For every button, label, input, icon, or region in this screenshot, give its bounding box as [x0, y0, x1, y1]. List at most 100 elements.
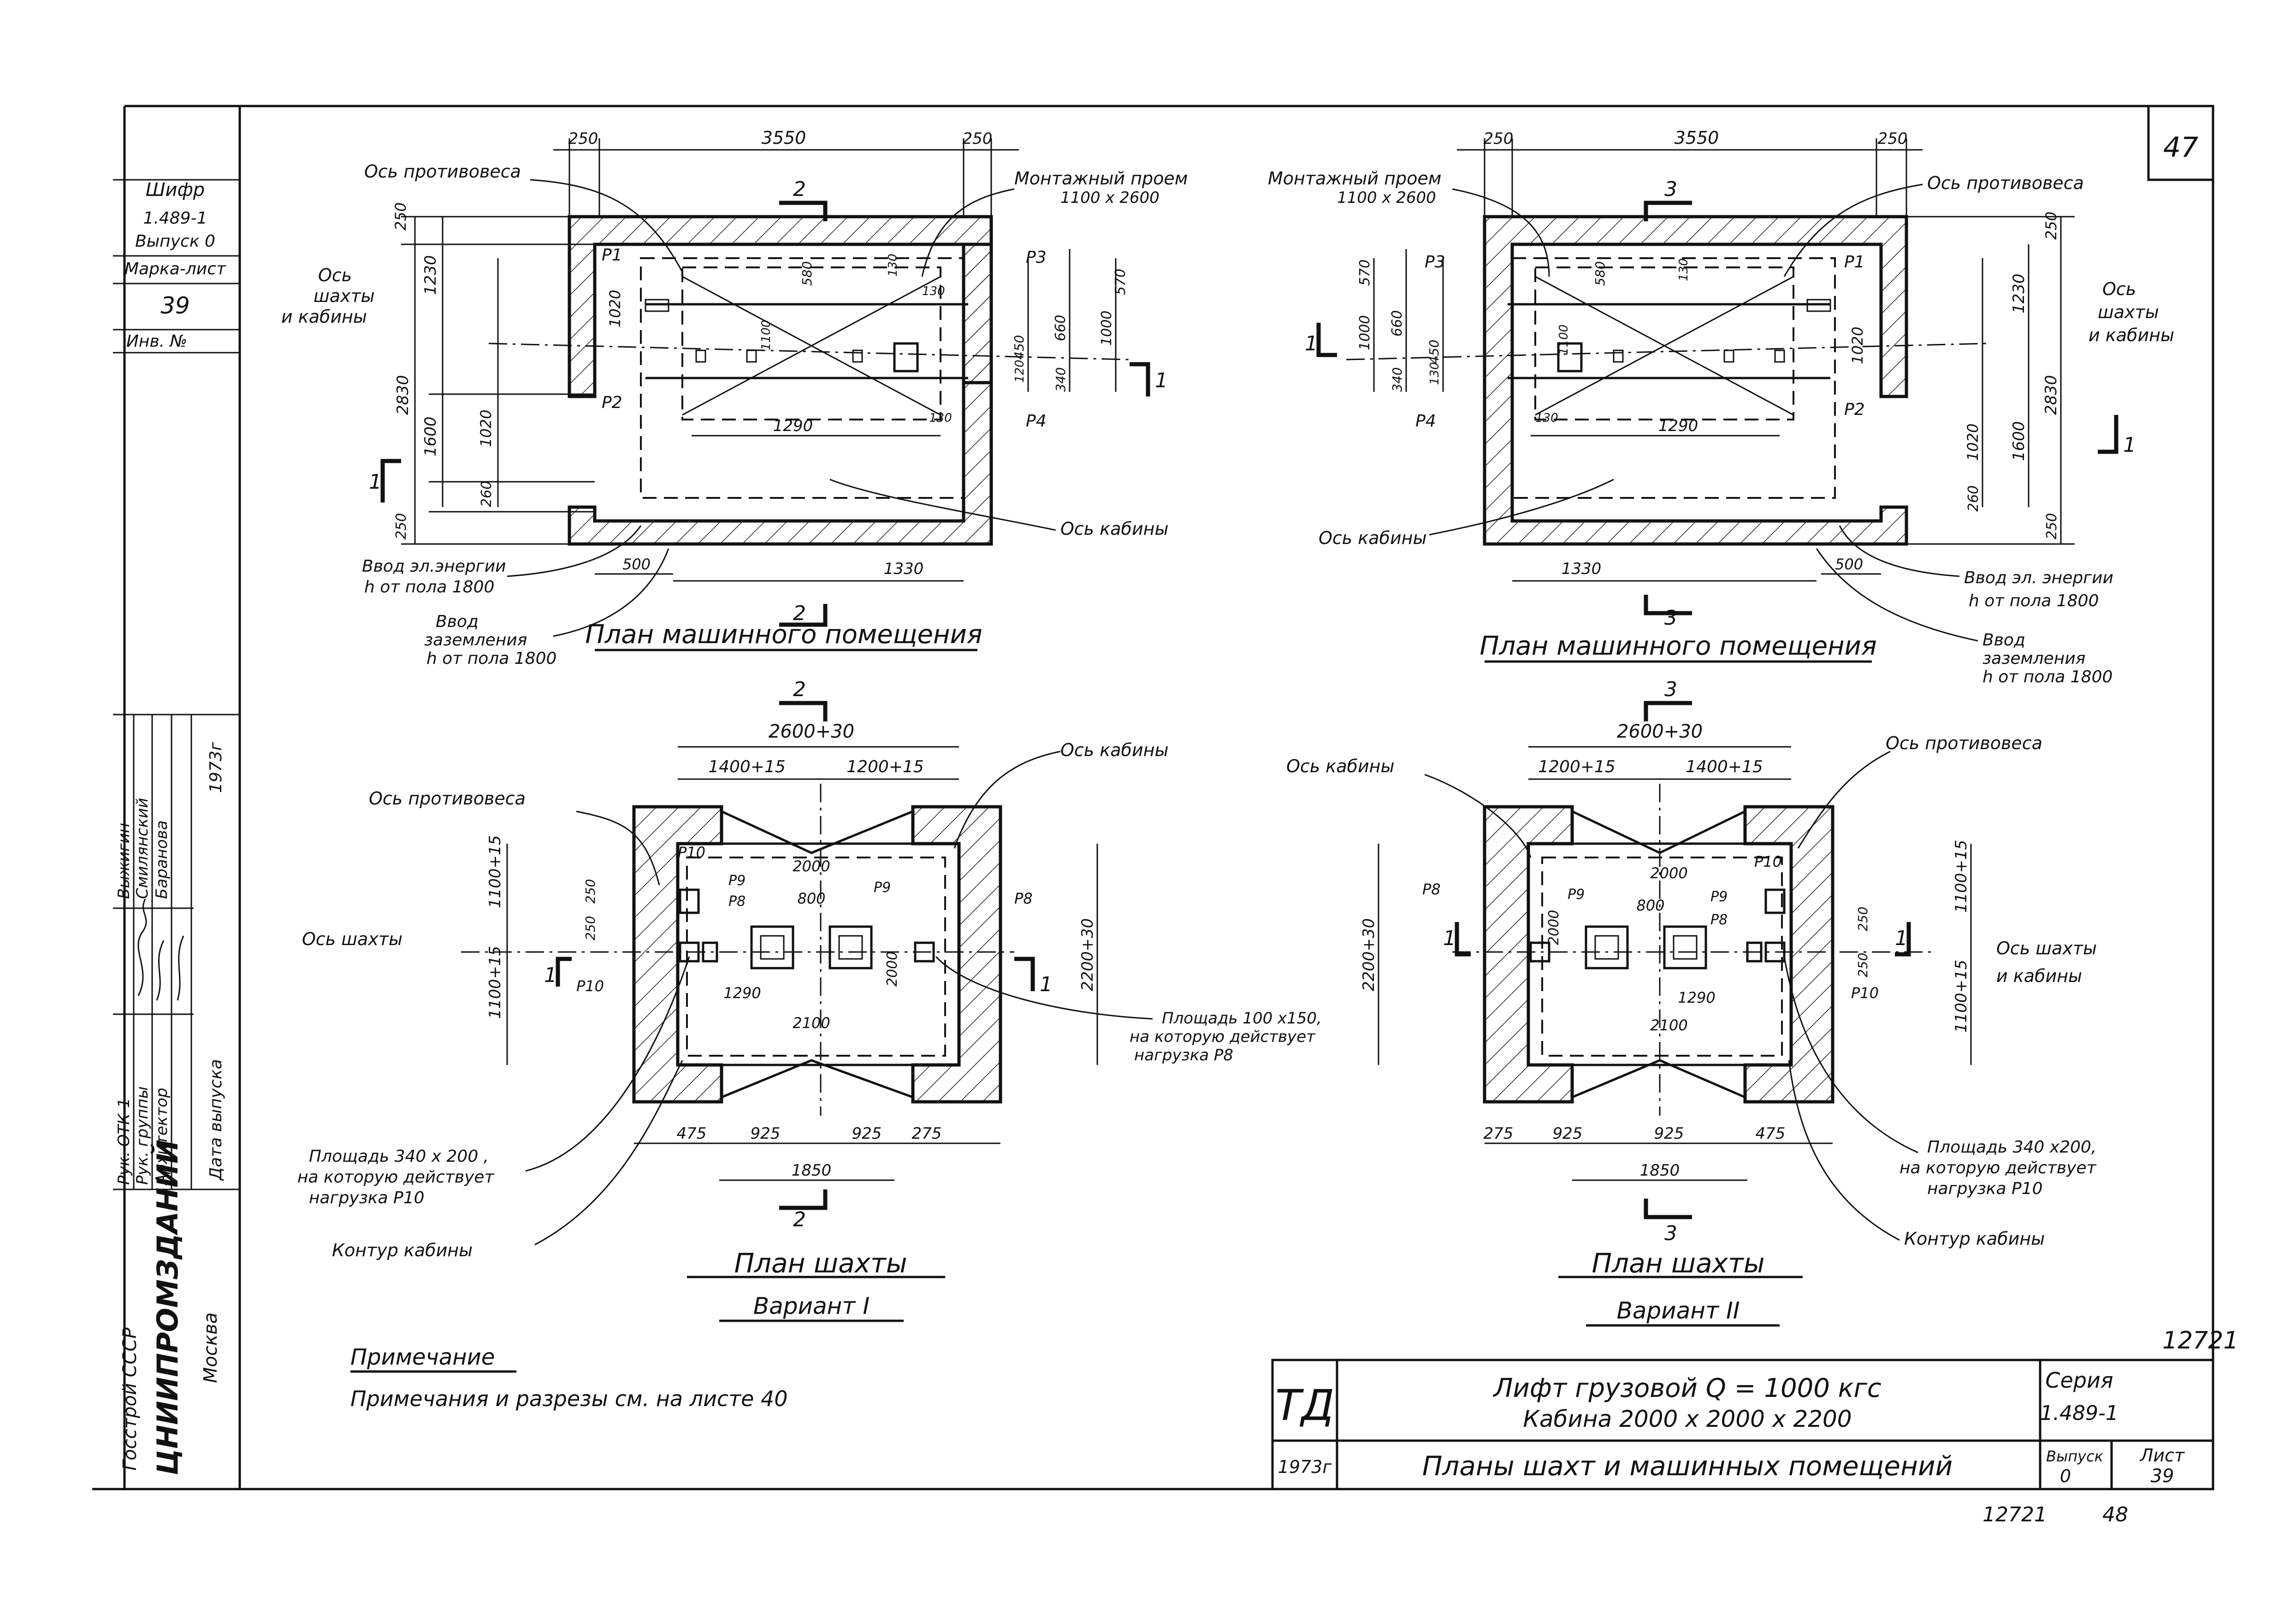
dim-text: 925 [751, 1124, 781, 1143]
dim-text: 250 [1484, 130, 1514, 148]
label-axis: Ось [318, 265, 352, 285]
dim-text: 130 [929, 411, 952, 425]
dim-text: 1000 [1357, 315, 1373, 350]
dim-text: 800 [1636, 897, 1664, 914]
label-area-p8-2: на которую действует [1130, 1028, 1316, 1046]
dim-text: 250 [1855, 907, 1870, 931]
dim-text: 570 [1112, 269, 1129, 295]
plan-machine-left: 250 3550 250 250 1230 2830 1600 1020 102… [281, 128, 1188, 668]
stamp-name-1: Выжигин [115, 823, 133, 899]
section-mark: 1 [1443, 927, 1456, 950]
section-mark: 2 [793, 678, 806, 701]
dim-text: 1600 [421, 416, 440, 456]
dim-text: 250 [1855, 953, 1870, 977]
dim-text: 1290 [1658, 417, 1698, 435]
load-label: P2 [602, 393, 622, 412]
dim-text: 1020 [1849, 327, 1866, 364]
seria-value: 1.489-1 [2040, 1401, 2118, 1425]
load-label: P8 [1014, 890, 1033, 907]
stamp-name-3: Баранова [153, 821, 171, 899]
label-shaft-axis: Ось шахты [302, 929, 402, 949]
dim-text: 1330 [1562, 560, 1602, 578]
section-mark: 3 [1664, 177, 1677, 201]
stamp-date-label: Дата выпуска [207, 1059, 225, 1181]
dim-text: 1400+15 [708, 757, 786, 776]
label-area-p8-3: нагрузка P8 [1134, 1046, 1233, 1064]
dim-text: 500 [1835, 556, 1863, 573]
section-mark: 1 [544, 964, 557, 987]
plan-variant: Вариант I [753, 1293, 870, 1319]
dim-text: 800 [797, 890, 825, 907]
sheet-number-top: 47 [2163, 131, 2198, 164]
dim-text: 2830 [394, 375, 412, 415]
stamp-marka-value: 39 [160, 292, 190, 319]
dim-text: 1600 [2010, 421, 2028, 461]
dim-text: 275 [912, 1124, 942, 1143]
dim-text: 2600+30 [769, 721, 854, 742]
list-label: Лист [2139, 1445, 2185, 1466]
dim-text: 660 [1389, 310, 1405, 337]
vypusk-value: 0 [2060, 1466, 2071, 1486]
stamp-shifr-value: 1.489-1 [143, 209, 207, 228]
dim-text: 475 [1756, 1124, 1786, 1143]
dim-text: 450 [1012, 335, 1027, 360]
label-and-cabin: и кабины [1996, 966, 2082, 986]
load-label: P1 [1844, 253, 1865, 272]
label-area-p10: Площадь 340 x200, [1927, 1138, 2096, 1157]
note-block: Примечание Примечания и разрезы см. на л… [350, 1344, 788, 1411]
dim-text: 450 [1426, 340, 1442, 364]
stamp-org2: ЦНИИПРОМЗДАНИЙ [151, 1140, 184, 1475]
note-title: Примечание [350, 1344, 495, 1370]
dim-text: 2200+30 [1078, 918, 1097, 991]
load-label: P8 [728, 893, 746, 910]
dim-text: 2000 [884, 952, 900, 987]
plan-shaft-1: 2600+30 1400+15 1200+15 2000 800 2000 12… [297, 678, 1322, 1322]
dim-text: 250 [2044, 513, 2060, 539]
load-label: P9 [728, 873, 746, 889]
label-counterweight-axis: Ось противовеса [1927, 173, 2084, 193]
load-label: P10 [1754, 853, 1782, 870]
dim-text: 2100 [1650, 1017, 1687, 1034]
plan-title: План шахты [1592, 1248, 1764, 1279]
section-mark: 1 [1305, 332, 1318, 355]
title-year: 1973г [1278, 1457, 1332, 1477]
dim-text: 250 [392, 202, 409, 231]
dim-text: 260 [1965, 485, 1982, 512]
dim-text: 570 [1357, 260, 1373, 286]
load-label: P8 [1422, 881, 1441, 898]
number-top: 12721 [2162, 1327, 2238, 1354]
dim-text: 1200+15 [1538, 757, 1615, 776]
dim-text: 925 [1553, 1124, 1583, 1143]
dim-text: 2000 [1650, 864, 1687, 882]
load-label: P1 [602, 246, 622, 265]
label-cabin-contour: Контур кабины [1904, 1229, 2045, 1249]
dim-text: 250 [568, 130, 598, 148]
label-grounding: Ввод [1982, 631, 2025, 650]
label-grounding-height: h от пола 1800 [426, 649, 556, 668]
label-power-input: Ввод эл.энергии [362, 557, 506, 576]
label-power-height: h от пола 1800 [364, 578, 494, 597]
dim-text: 1290 [773, 417, 813, 435]
label-cabin-axis: Ось кабины [1319, 528, 1427, 548]
label-cabin-contour: Контур кабины [332, 1240, 473, 1260]
section-mark: 2 [793, 177, 806, 201]
load-label: P10 [576, 977, 604, 995]
label-power-height: h от пола 1800 [1969, 591, 2099, 610]
section-mark: 1 [1895, 927, 1908, 950]
dim-text: 3550 [762, 128, 806, 148]
load-label: P9 [1568, 887, 1585, 903]
stamp-name-2: Смилянский [133, 798, 152, 899]
stamp-vypusk: Выпуск 0 [135, 232, 215, 251]
label-opening-size: 1100 x 2600 [1337, 189, 1436, 207]
td-logo: ТД [1275, 1381, 1334, 1430]
dim-text: 1100 [1557, 325, 1571, 355]
label-grounding-2: заземления [1982, 649, 2085, 668]
dim-text: 250 [2042, 212, 2060, 240]
dim-text: 2000 [793, 857, 830, 875]
dim-text: 1100+15 [486, 835, 504, 908]
dim-text: 275 [1484, 1124, 1514, 1143]
stamp-role-3: Архитектор [153, 1088, 171, 1186]
plan-title: План машинного помещения [585, 620, 982, 650]
dim-text: 250 [583, 916, 598, 940]
